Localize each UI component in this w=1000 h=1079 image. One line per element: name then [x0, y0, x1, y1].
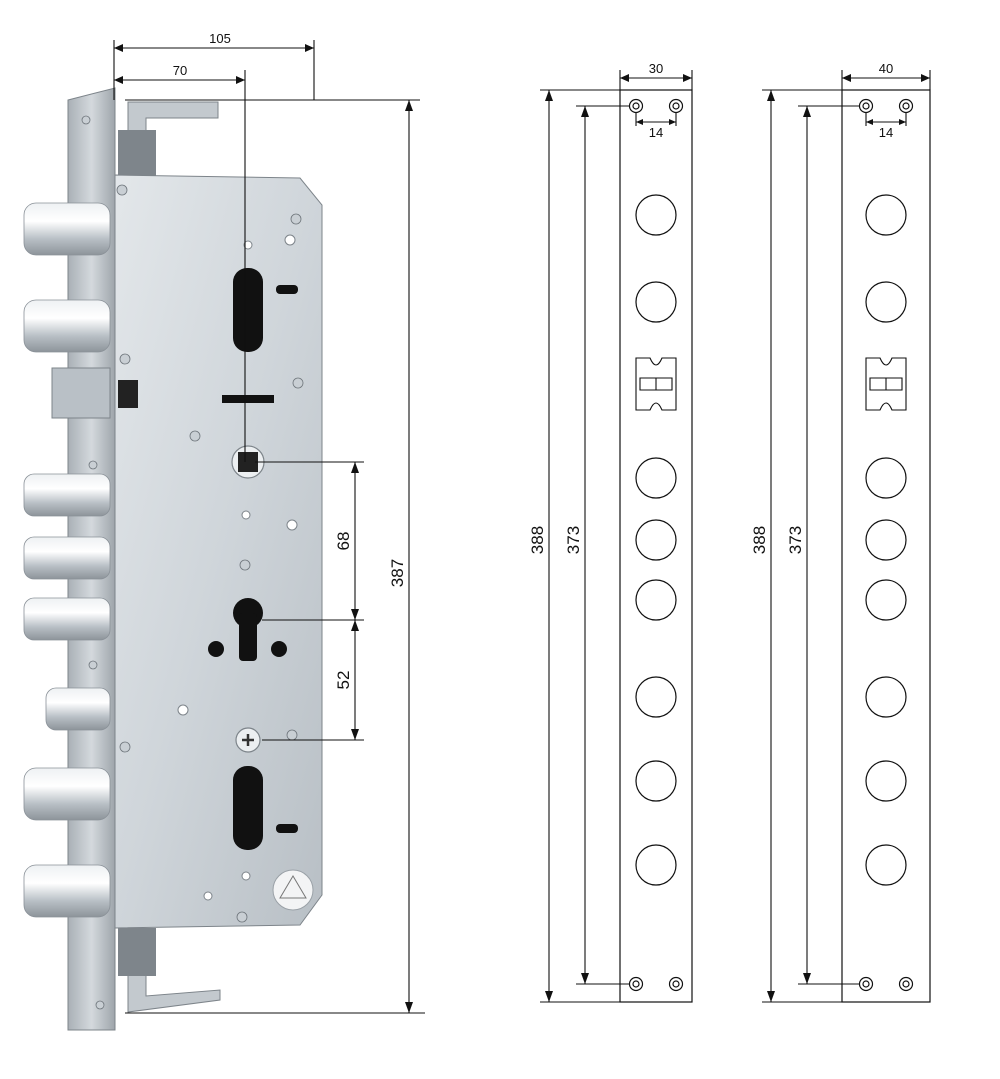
latch-cutout [865, 357, 907, 411]
dim-plate-height-outer: 388 [750, 526, 769, 554]
cylinder-side-hole [271, 641, 287, 657]
screw [236, 911, 248, 923]
strike-plate-30: 30 14 388 [528, 61, 693, 1003]
bolt-hole [635, 760, 677, 802]
screw [286, 729, 298, 741]
bolt-hole [635, 579, 677, 621]
mount-hole-inner [862, 980, 870, 988]
small-hole [203, 891, 213, 901]
small-hole [241, 510, 251, 520]
bolt-hole [635, 844, 677, 886]
small-hole [243, 240, 253, 250]
mount-hole-inner [672, 980, 680, 988]
bolt [23, 202, 111, 256]
screw [81, 115, 91, 125]
small-hole [241, 871, 251, 881]
screw [116, 184, 128, 196]
dim-hole-spacing: 14 [879, 125, 893, 140]
lock-body-illustration [23, 87, 323, 1031]
small-holes [177, 234, 298, 901]
dim-plate-width: 30 [649, 61, 663, 76]
strike-plate-40: 40 14 388 [750, 61, 931, 1003]
spring-latch [51, 367, 111, 419]
bolt-hole [635, 676, 677, 718]
bolt [23, 767, 111, 821]
small-hole [177, 704, 189, 716]
cylinder-cutout-bottom [239, 613, 257, 661]
mount-hole-inner [862, 102, 870, 110]
upper-small-slot [276, 285, 298, 294]
screw [119, 353, 131, 365]
screw [88, 660, 98, 670]
lock-dimensions: 105 70 387 68 52 [113, 31, 425, 1014]
dim-plate-height-inner: 373 [786, 526, 805, 554]
mount-hole-inner [902, 102, 910, 110]
bolt [23, 299, 111, 353]
small-hole [284, 234, 296, 246]
bottom-bolt-block [118, 928, 156, 976]
screws [81, 115, 304, 1010]
screw [119, 741, 131, 753]
latch-slot [118, 380, 138, 408]
bolt-hole [865, 676, 907, 718]
mount-hole-inner [672, 102, 680, 110]
cylinder-side-hole [208, 641, 224, 657]
bolt-hole [865, 760, 907, 802]
bolt [23, 536, 111, 580]
dim-plate-height-inner: 373 [564, 526, 583, 554]
lower-small-slot [276, 824, 298, 833]
bolt-hole [865, 194, 907, 236]
bolt [23, 473, 111, 517]
mount-hole-inner [632, 980, 640, 988]
dim-backset: 70 [173, 63, 187, 78]
bolt-hole [865, 579, 907, 621]
certification-seal [272, 869, 314, 911]
screw [290, 213, 302, 225]
bolt-hole [865, 519, 907, 561]
spindle-cross [242, 734, 254, 746]
bolt [45, 687, 111, 731]
lever-slot [222, 395, 274, 403]
dim-width-total: 105 [209, 31, 231, 46]
bolt-hole [635, 519, 677, 561]
dim-height-total: 387 [388, 559, 407, 587]
seal-triangle [279, 875, 307, 899]
screw [239, 559, 251, 571]
bolt [23, 597, 111, 641]
dim-cylinder-to-spindle: 52 [334, 671, 353, 690]
screw [95, 1000, 105, 1010]
latch-cutout-inner [869, 377, 903, 391]
mount-hole-inner [632, 102, 640, 110]
mount-hole-inner [902, 980, 910, 988]
latch-cutout-inner [639, 377, 673, 391]
bolt-hole [635, 457, 677, 499]
round-bolts [23, 202, 111, 918]
bolt-hole [635, 281, 677, 323]
bolt-hole [865, 457, 907, 499]
dim-hole-spacing: 14 [649, 125, 663, 140]
screw [189, 430, 201, 442]
dim-plate-height-outer: 388 [528, 526, 547, 554]
bolt [23, 864, 111, 918]
upper-slot [233, 268, 263, 352]
dim-plate-width: 40 [879, 61, 893, 76]
bolt-hole [635, 194, 677, 236]
small-hole [286, 519, 298, 531]
follower-square [238, 452, 258, 472]
dim-handle-to-cylinder: 68 [334, 532, 353, 551]
screw [292, 377, 304, 389]
lower-slot [233, 766, 263, 850]
latch-cutout [635, 357, 677, 411]
screw [88, 460, 98, 470]
bolt-hole [865, 844, 907, 886]
bolt-hole [865, 281, 907, 323]
